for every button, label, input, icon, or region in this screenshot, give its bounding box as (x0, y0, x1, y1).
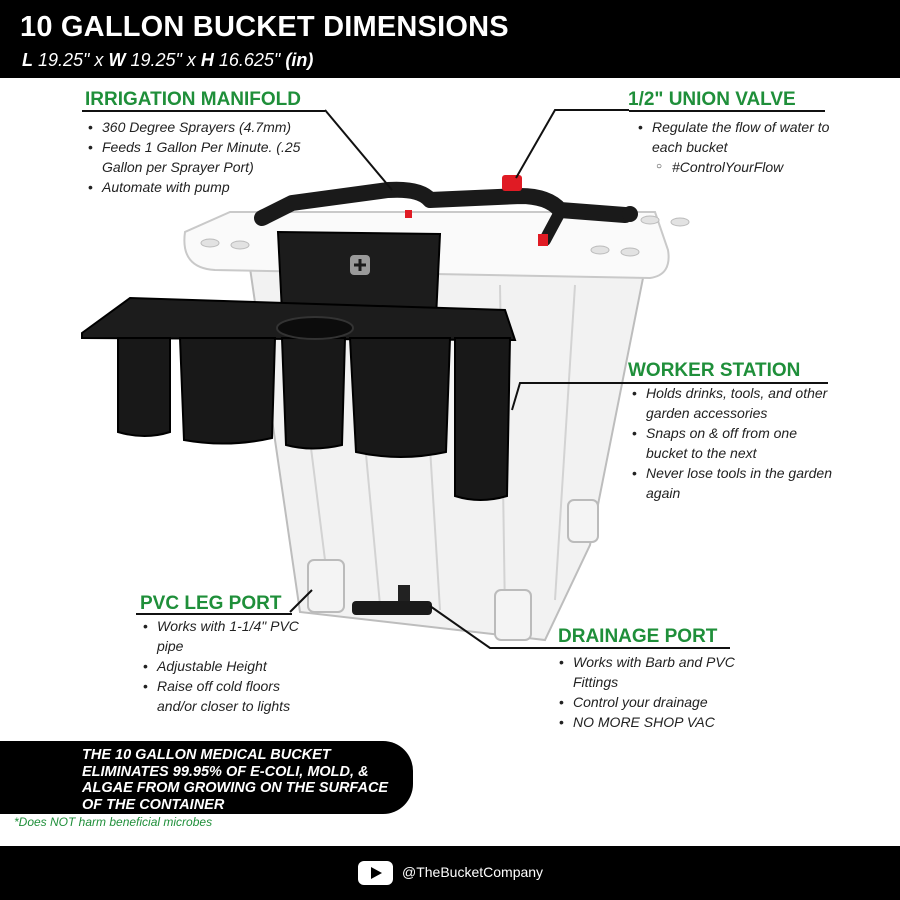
irrigation-manifold (254, 181, 633, 226)
dimensions-line: L 19.25" x W 19.25" x H 16.625" (in) (22, 50, 313, 71)
height-value: 16.625" (213, 50, 286, 70)
irrigation-list: 360 Degree Sprayers (4.7mm) Feeds 1 Gall… (86, 117, 321, 197)
banner-footnote: *Does NOT harm beneficial microbes (14, 815, 213, 829)
union-valve-heading: 1/2" UNION VALVE (628, 89, 796, 110)
drain-barb (352, 601, 432, 615)
length-value: 19.25" x (33, 50, 109, 70)
list-item: Works with Barb and PVC Fittings (557, 652, 747, 692)
union-valve (502, 175, 522, 191)
pvc-rule (136, 613, 292, 615)
drainage-port-heading: DRAINAGE PORT (558, 626, 718, 647)
list-item: Automate with pump (86, 177, 321, 197)
medical-banner-text: THE 10 GALLON MEDICAL BUCKET ELIMINATES … (82, 747, 389, 813)
list-item: Snaps on & off from one bucket to the ne… (630, 423, 835, 463)
pvc-leg-right (494, 589, 532, 641)
list-item: Feeds 1 Gallon Per Minute. (.25 Gallon p… (86, 137, 321, 177)
sprayer-holes (200, 215, 690, 257)
height-label: H (200, 50, 214, 70)
valve-list: Regulate the flow of water to each bucke… (636, 117, 836, 177)
header-bar: 10 GALLON BUCKET DIMENSIONS L 19.25" x W… (0, 0, 900, 78)
list-item: Works with 1-1/4" PVC pipe (141, 616, 306, 656)
worker-list: Holds drinks, tools, and other garden ac… (630, 383, 835, 503)
width-value: 19.25" x (125, 50, 201, 70)
worker-station-cups (117, 337, 512, 501)
irrigation-manifold-heading: IRRIGATION MANIFOLD (85, 89, 302, 110)
pvc-leg-back (567, 499, 599, 543)
worker-station-heading: WORKER STATION (628, 360, 801, 381)
pvc-list: Works with 1-1/4" PVC pipe Adjustable He… (141, 616, 306, 716)
footer-bar: @TheBucketCompany (0, 846, 900, 900)
list-item: Regulate the flow of water to each bucke… (636, 117, 836, 157)
youtube-icon[interactable] (358, 861, 393, 885)
channel-handle[interactable]: @TheBucketCompany (402, 864, 544, 880)
page-title: 10 GALLON BUCKET DIMENSIONS (20, 11, 509, 43)
pvc-leg-left (307, 559, 345, 613)
list-item: Never lose tools in the garden again (630, 463, 835, 503)
list-item: Holds drinks, tools, and other garden ac… (630, 383, 835, 423)
length-label: L (22, 50, 33, 70)
unit-label: (in) (285, 50, 314, 70)
list-item: Adjustable Height (141, 656, 306, 676)
list-subitem: #ControlYourFlow (636, 157, 836, 177)
valve-rule (629, 110, 825, 112)
list-item: Control your drainage (557, 692, 747, 712)
drainage-list: Works with Barb and PVC Fittings Control… (557, 652, 747, 732)
irrigation-rule (82, 110, 325, 112)
pvc-leg-port-heading: PVC LEG PORT (140, 593, 282, 614)
list-item: 360 Degree Sprayers (4.7mm) (86, 117, 321, 137)
list-item: NO MORE SHOP VAC (557, 712, 747, 732)
width-label: W (108, 50, 126, 70)
medical-banner (0, 741, 413, 814)
list-item: Raise off cold floors and/or closer to l… (141, 676, 306, 716)
drainage-rule (548, 647, 730, 649)
leader-lines (289, 109, 629, 649)
cup-holder-opening (276, 316, 354, 340)
